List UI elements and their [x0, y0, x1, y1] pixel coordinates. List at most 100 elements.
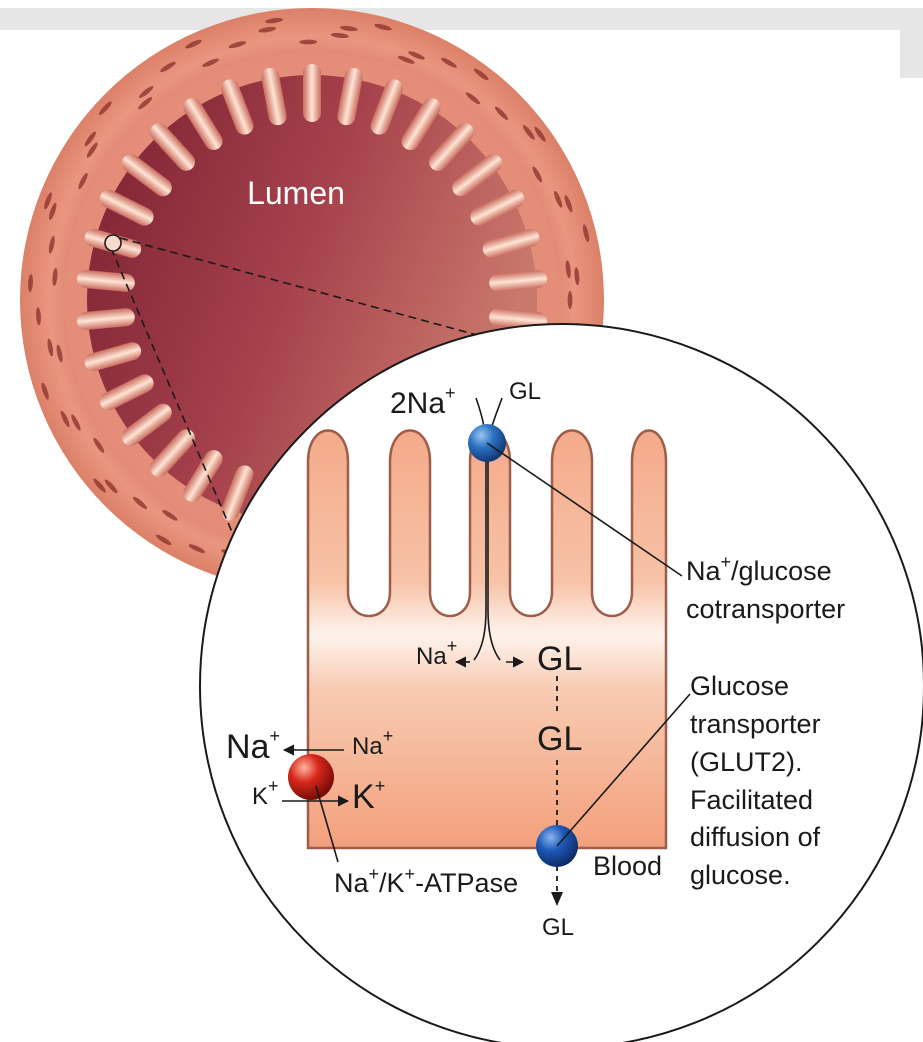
- villus: [76, 270, 135, 292]
- tissue-fiber: [93, 478, 106, 493]
- tissue-fiber: [93, 437, 105, 453]
- tissue-fiber: [441, 57, 457, 68]
- tissue-fiber: [60, 410, 70, 428]
- tissue-fiber: [132, 496, 148, 510]
- transport-path-na: [473, 397, 487, 661]
- tissue-fiber: [494, 106, 509, 120]
- tissue-fiber: [71, 414, 81, 431]
- villus: [183, 98, 223, 151]
- gl-mid-label: GL: [537, 720, 582, 758]
- tissue-fiber: [532, 166, 543, 183]
- tissue-fiber: [162, 509, 178, 521]
- tissue-fiber: [299, 39, 318, 45]
- glut2-label-line: (GLUT2).: [690, 747, 803, 777]
- na-release-label: Na+: [416, 636, 457, 670]
- villus: [220, 465, 254, 521]
- glut2-label-line: glucose.: [690, 860, 791, 890]
- tissue-fiber: [47, 338, 54, 357]
- transport-path-gl: [487, 397, 503, 661]
- zoom-origin-circle: [104, 234, 122, 252]
- tissue-fiber: [339, 25, 358, 32]
- tissue-fiber: [49, 202, 57, 220]
- tissue-fiber: [554, 190, 563, 208]
- villus: [261, 67, 287, 126]
- tissue-fiber: [265, 17, 284, 24]
- villus: [99, 374, 154, 411]
- glut2-label-line: diffusion of: [690, 822, 821, 852]
- villus: [121, 154, 172, 197]
- tissue-fiber: [86, 142, 98, 158]
- tissue-fiber: [567, 291, 573, 309]
- villus: [452, 154, 503, 197]
- tissue-fiber: [28, 274, 33, 293]
- villus: [482, 228, 540, 258]
- tissue-fiber: [48, 235, 55, 254]
- tissue-fiber: [397, 55, 415, 64]
- villus: [428, 123, 474, 171]
- apical-na-label: 2Na+: [390, 383, 456, 420]
- villus: [401, 98, 441, 151]
- glut2-leader: [556, 693, 691, 847]
- tissue-fiber: [78, 173, 88, 190]
- tissue-fiber: [330, 32, 349, 39]
- tissue-fiber: [36, 307, 41, 326]
- tissue-fiber: [155, 534, 172, 546]
- tissue-fiber: [44, 192, 52, 210]
- tissue-fiber: [534, 126, 546, 142]
- cotransporter-label-line1: Na+/glucose: [686, 552, 832, 586]
- glut2-label-line: transporter: [690, 709, 821, 739]
- cotransporter-label-line2: cotransporter: [686, 594, 845, 624]
- villus: [337, 67, 363, 126]
- lumen-label: Lumen: [247, 175, 345, 211]
- tissue-fiber: [564, 195, 573, 213]
- villus: [183, 449, 223, 502]
- villus: [220, 79, 254, 135]
- villus: [84, 342, 142, 372]
- villus: [150, 429, 196, 477]
- pump-leader: [315, 785, 339, 863]
- villus: [370, 79, 404, 135]
- na-k-atpase-pump: [288, 754, 334, 800]
- villus: [303, 64, 321, 122]
- tissue-fiber: [522, 125, 535, 140]
- tissue-fiber: [374, 23, 392, 31]
- tissue-fiber: [84, 131, 96, 147]
- gl-bottom-label: GL: [542, 914, 574, 941]
- tissue-fiber: [138, 97, 153, 110]
- glut2-label: Glucose transporter (GLUT2). Facilitated…: [690, 671, 821, 890]
- tissue-fiber: [202, 58, 219, 67]
- pump-k-out-label: K+: [252, 776, 279, 810]
- villus: [150, 123, 196, 171]
- villus: [121, 403, 172, 446]
- tissue-fiber: [582, 224, 590, 242]
- tissue-fiber: [52, 267, 58, 286]
- tissue-fiber: [98, 101, 112, 115]
- villus: [99, 189, 154, 226]
- tissue-fiber: [56, 344, 63, 363]
- glut2-label-line: Glucose: [690, 671, 789, 701]
- tissue-fiber: [160, 61, 176, 73]
- tissue-fiber: [188, 544, 206, 553]
- villus: [489, 270, 548, 292]
- pump-na-in-label: Na+: [352, 726, 393, 760]
- apical-gl-label: GL: [509, 378, 541, 405]
- tissue-fiber: [185, 39, 202, 49]
- tissue-fiber: [258, 26, 277, 33]
- tissue-fiber: [139, 86, 154, 98]
- pump-label: Na+/K+-ATPase: [334, 864, 518, 898]
- gl-release-label: GL: [537, 640, 582, 678]
- zoom-lines: [110, 237, 489, 533]
- pump-na-out-label: Na+: [226, 726, 280, 766]
- tissue-fiber: [104, 479, 118, 494]
- magnified-view: 2Na+ GL Na+/glucose cotransporter Na+ GL…: [199, 323, 923, 1042]
- tissue-fiber: [228, 41, 247, 49]
- gl-exit-arrowhead: [551, 892, 563, 906]
- tissue-fiber: [465, 92, 481, 105]
- tissue-fiber: [408, 51, 425, 60]
- villus: [470, 189, 525, 226]
- villus: [76, 308, 135, 330]
- cotransporter-leader: [486, 442, 683, 577]
- blood-label: Blood: [593, 851, 662, 881]
- tissue-fiber: [565, 260, 571, 279]
